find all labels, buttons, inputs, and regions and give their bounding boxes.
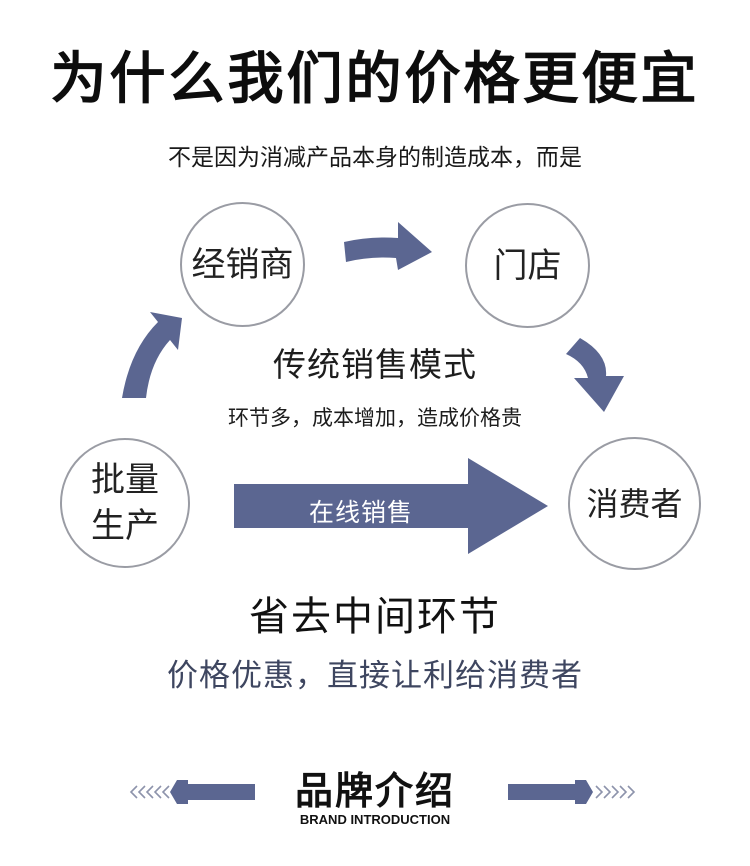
page-title: 为什么我们的价格更便宜	[50, 47, 700, 112]
node-distributor-label: 经销商	[191, 244, 294, 285]
brand-left-decoration	[129, 780, 255, 804]
node-consumer: 消费者	[568, 437, 701, 570]
traditional-model-note: 环节多，成本增加，造成价格贵	[228, 406, 522, 430]
brand-subtitle: BRAND INTRODUCTION	[299, 812, 451, 827]
node-consumer-label: 消费者	[586, 484, 683, 523]
page-subtitle: 不是因为消减产品本身的制造成本，而是	[168, 145, 582, 171]
node-mass-production-label: 批量生产	[91, 460, 159, 546]
node-distributor: 经销商	[180, 202, 305, 327]
brand-title: 品牌介绍	[294, 769, 455, 813]
node-store: 门店	[465, 203, 590, 328]
save-middle-steps-heading: 省去中间环节	[249, 594, 501, 640]
online-sales-label: 在线销售	[308, 498, 413, 527]
benefit-text: 价格优惠，直接让利给消费者	[167, 658, 583, 694]
node-store-label: 门店	[493, 245, 562, 286]
arrow-to-store	[344, 222, 432, 270]
traditional-model-label: 传统销售模式	[273, 345, 477, 384]
arrow-to-distributor	[122, 312, 182, 398]
arrow-to-consumer	[566, 338, 624, 412]
node-mass-production: 批量生产	[60, 438, 190, 568]
online-sales-arrow	[234, 458, 548, 554]
brand-right-decoration	[508, 780, 636, 804]
